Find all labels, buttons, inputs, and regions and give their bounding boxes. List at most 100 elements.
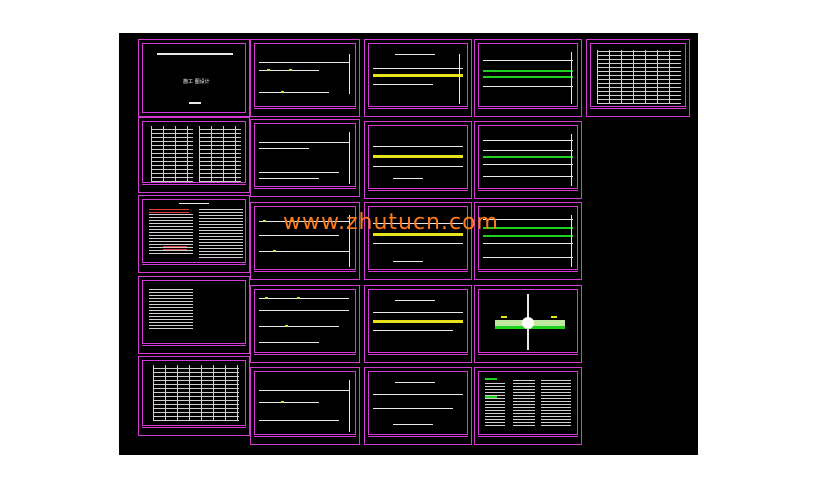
table-grid-right xyxy=(199,126,241,182)
detail-sheet[interactable] xyxy=(474,367,582,445)
sheet-border xyxy=(368,206,468,270)
sheet-border xyxy=(478,371,578,435)
road-edge xyxy=(373,408,453,409)
title-block xyxy=(254,188,356,194)
sheet-border xyxy=(142,121,246,183)
intersection-sheet[interactable] xyxy=(474,285,582,363)
road-edge xyxy=(395,382,435,383)
boundary xyxy=(571,134,572,186)
road-edge xyxy=(259,342,319,343)
boundary xyxy=(349,54,350,94)
table-sheet-2[interactable] xyxy=(138,356,250,436)
road-plan-green-2[interactable] xyxy=(474,121,582,199)
road-plan-white-1[interactable] xyxy=(250,39,360,117)
title-block xyxy=(368,108,468,114)
road-edge xyxy=(259,142,349,143)
roundabout xyxy=(522,317,534,329)
road-plan-yellow-4[interactable] xyxy=(364,285,472,363)
road-edge xyxy=(373,166,463,167)
road-plan-white-6[interactable] xyxy=(364,367,472,445)
road-plan-white-4[interactable] xyxy=(250,285,360,363)
boundary xyxy=(349,215,350,267)
detail-green-1 xyxy=(485,378,497,380)
sheet-border xyxy=(142,43,246,113)
sheet-border xyxy=(254,206,356,270)
road-edge xyxy=(259,235,339,236)
table-sheet-1[interactable] xyxy=(138,117,250,193)
title-block xyxy=(478,436,578,442)
road-edge xyxy=(373,394,463,395)
road-plan-white-2[interactable] xyxy=(250,119,360,197)
centerline xyxy=(373,155,463,158)
cover-title: 施工 图设计 xyxy=(183,79,210,85)
title-block xyxy=(590,108,686,114)
road-edge xyxy=(259,221,349,222)
lane-marking xyxy=(267,69,270,71)
notes-sheet-1[interactable] xyxy=(138,195,250,273)
centerline xyxy=(373,74,463,77)
lane-marking xyxy=(281,91,284,93)
sheet-border xyxy=(590,43,686,107)
lane-marking xyxy=(289,69,292,71)
green-lane xyxy=(483,156,573,158)
cover-title-rule xyxy=(157,53,233,55)
road-plan-green-1[interactable] xyxy=(474,39,582,117)
road-plan-yellow-1[interactable] xyxy=(364,39,472,117)
sheet-border xyxy=(368,289,468,353)
sheet-border xyxy=(368,43,468,107)
road-edge xyxy=(483,86,573,87)
notes-sheet-2[interactable] xyxy=(138,276,250,354)
table-grid-left xyxy=(151,126,193,182)
cad-drawing-canvas[interactable]: 施工 图设计 xyxy=(119,33,698,455)
road-plan-white-3[interactable] xyxy=(250,202,360,280)
lane-marking xyxy=(281,401,284,403)
lane-marking xyxy=(265,297,268,299)
road-edge xyxy=(393,424,433,425)
road-edge xyxy=(373,312,463,313)
title-block xyxy=(478,354,578,360)
centerline xyxy=(373,320,463,323)
cover-sheet[interactable]: 施工 图设计 xyxy=(138,39,250,117)
road-plan-green-3[interactable] xyxy=(474,202,582,280)
road-edge xyxy=(259,420,339,421)
boundary xyxy=(459,54,460,104)
stop-line xyxy=(551,316,557,318)
table-sheet-3[interactable] xyxy=(586,39,690,117)
lane-marking xyxy=(273,250,276,252)
sheet-border xyxy=(142,199,246,263)
table-grid xyxy=(153,365,239,421)
detail-drawing-center xyxy=(513,380,535,426)
title-block xyxy=(478,190,578,196)
road-edge xyxy=(373,330,453,331)
road-edge xyxy=(393,178,423,179)
road-plan-yellow-3[interactable] xyxy=(364,202,472,280)
green-lane xyxy=(483,70,573,72)
road-edge xyxy=(259,62,349,63)
boundary xyxy=(571,52,572,104)
road-plan-white-5[interactable] xyxy=(250,367,360,445)
lane-marking xyxy=(291,220,294,222)
title-block xyxy=(142,264,246,270)
road-plan-yellow-2[interactable] xyxy=(364,121,472,199)
road-edge xyxy=(259,326,339,327)
title-block xyxy=(368,436,468,442)
title-block xyxy=(142,345,246,351)
green-lane xyxy=(483,235,573,237)
road-edge xyxy=(483,219,573,220)
notes-red-text-2 xyxy=(163,246,187,250)
road-edge xyxy=(259,390,349,391)
title-block xyxy=(142,427,246,433)
stop-line xyxy=(501,316,507,318)
lane-marking xyxy=(285,325,288,327)
detail-drawing-right xyxy=(541,380,571,426)
road-edge xyxy=(395,54,435,55)
sheet-border xyxy=(478,289,578,353)
green-lane xyxy=(483,227,573,229)
watermark-text: www.zhutucn.com xyxy=(283,210,499,235)
detail-drawing-left xyxy=(485,382,505,426)
road-edge xyxy=(393,261,423,262)
sheet-border xyxy=(142,360,246,426)
road-edge xyxy=(373,223,463,224)
road-edge xyxy=(483,243,573,244)
road-edge xyxy=(373,146,463,147)
